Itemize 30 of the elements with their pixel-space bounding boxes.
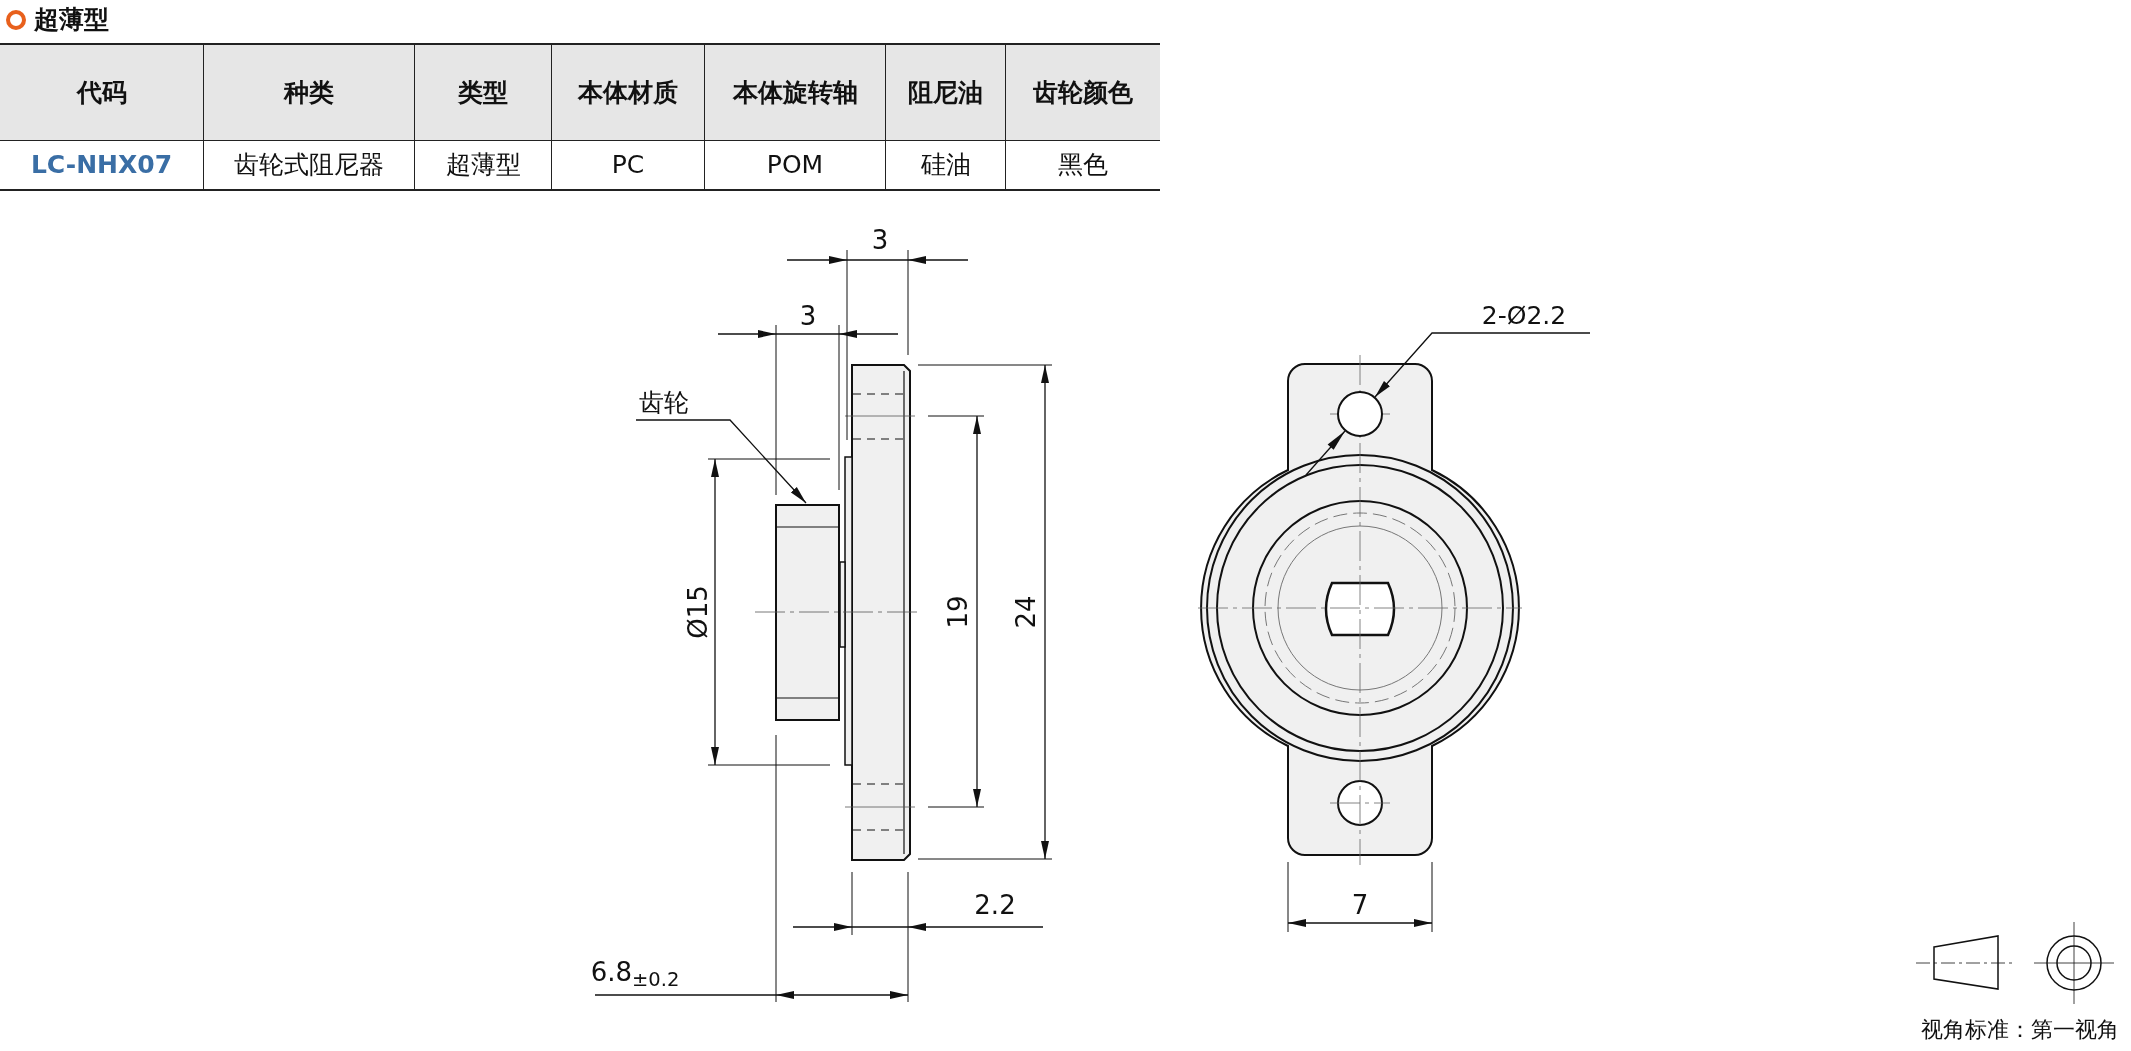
dimension-text: 24 [1013, 595, 1039, 629]
table-cell: POM [705, 141, 886, 189]
dimension-text: 19 [945, 595, 971, 629]
dimension-text: 6.8$_{±0.2}$ [590, 959, 680, 985]
dimension-text: Ø15 [685, 585, 711, 639]
header-cell-text: 齿轮颜色 [1032, 76, 1134, 109]
header-cell: 代码 [0, 45, 204, 140]
mounting-hole [1337, 391, 1383, 437]
table-cell-text: 黑色 [1057, 149, 1109, 182]
callout-label: 2-Ø2.2 [1458, 298, 1590, 333]
header-cell: 本体旋转轴 [705, 45, 886, 140]
gear-part [775, 504, 840, 721]
dimension-text: 7 [1351, 892, 1369, 918]
header-cell: 种类 [204, 45, 415, 140]
callout-label: 齿轮 [636, 384, 692, 420]
table-cell: 硅油 [886, 141, 1006, 189]
leader-line [635, 419, 807, 504]
section-title: 超薄型 [34, 4, 109, 36]
table-cell: LC-NHX07 [0, 141, 204, 189]
dimension-text: 3 [799, 303, 817, 329]
header-cell: 本体材质 [552, 45, 705, 140]
table-cell: 齿轮式阻尼器 [204, 141, 415, 189]
dimension-text: 2.2 [974, 892, 1016, 918]
table-cell: PC [552, 141, 705, 189]
table-cell: 超薄型 [415, 141, 552, 189]
projection-note: 视角标准：第一视角 [1921, 1019, 2119, 1041]
leader-line [1374, 332, 1591, 398]
header-cell: 阻尼油 [886, 45, 1006, 140]
header-cell: 类型 [415, 45, 552, 140]
dimension-text: 3 [871, 227, 889, 253]
